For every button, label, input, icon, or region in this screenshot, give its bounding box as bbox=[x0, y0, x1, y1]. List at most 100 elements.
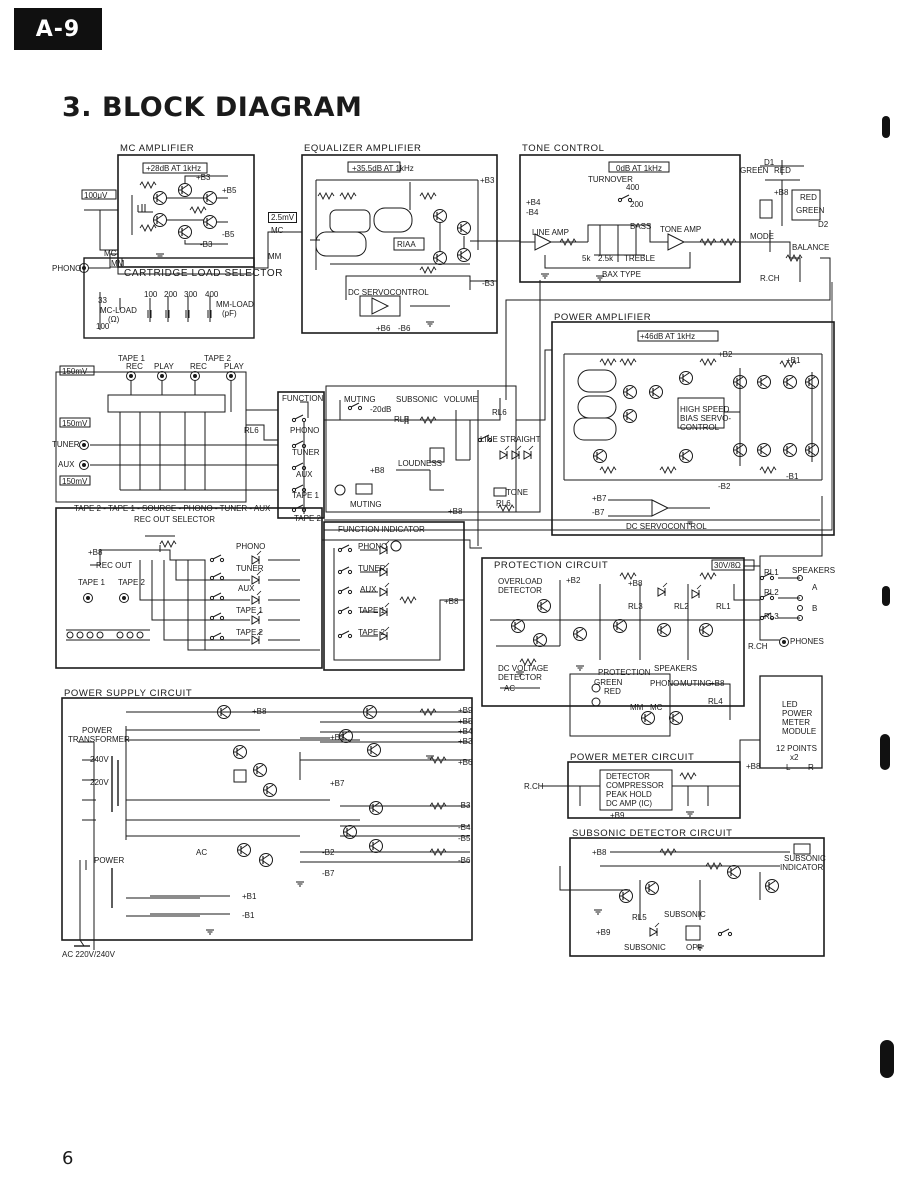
page-title: 3. BLOCK DIAGRAM bbox=[62, 92, 363, 123]
pm-line1: DETECTOR bbox=[606, 772, 650, 781]
pm-b9: +B9 bbox=[610, 811, 625, 820]
function-label: FUNCTION bbox=[282, 394, 324, 403]
tape2-rec: REC bbox=[190, 362, 207, 371]
mc-load-100: 100 bbox=[96, 322, 110, 331]
led-line3: METER bbox=[782, 718, 810, 727]
rec-sel-aux: AUX bbox=[238, 584, 255, 593]
psu-ac: AC bbox=[196, 848, 208, 857]
psu-b7m: -B7 bbox=[322, 869, 335, 878]
spk-a: A bbox=[812, 583, 818, 592]
muting-rl6: RL6 bbox=[492, 408, 507, 417]
psu-240v: 240V bbox=[90, 755, 109, 764]
led-meter-module bbox=[759, 675, 823, 769]
psu-b8: +B8 bbox=[252, 707, 267, 716]
mc-load-unit: (Ω) bbox=[108, 315, 120, 324]
fi-tuner: TUNER bbox=[358, 564, 386, 573]
input-block bbox=[55, 371, 247, 503]
prot-green: GREEN bbox=[594, 678, 623, 687]
bax-type-label: BAX TYPE bbox=[602, 270, 641, 279]
fn-aux: AUX bbox=[296, 470, 313, 479]
rec-sel-tape2: TAPE 2 bbox=[236, 628, 263, 637]
spk-rl1: RL1 bbox=[764, 568, 779, 577]
func-ind-title: FUNCTION INDICATOR bbox=[338, 525, 425, 534]
tape1-label: TAPE 1 bbox=[118, 354, 145, 363]
subsonic-label: SUBSONIC bbox=[396, 395, 438, 404]
mc-switch-label: MC bbox=[104, 249, 117, 258]
psu-b3: +B3 bbox=[458, 737, 473, 746]
turnover-label: TURNOVER bbox=[588, 175, 633, 184]
mm-load-300: 300 bbox=[184, 290, 198, 299]
fi-tape1: TAPE 1 bbox=[358, 606, 385, 615]
prot-protection: PROTECTION bbox=[598, 668, 651, 677]
dc-line1: DC VOLTAGE bbox=[498, 664, 549, 673]
power-supply-block bbox=[61, 697, 473, 941]
mode-label: MODE bbox=[750, 232, 774, 241]
turnover-200: 200 bbox=[630, 200, 644, 209]
mode-red2: RED bbox=[800, 193, 817, 202]
hsbs-line2: BIAS SERVO- bbox=[680, 414, 731, 423]
mode-d2: D2 bbox=[818, 220, 829, 229]
prot-phono: PHONO bbox=[650, 679, 680, 688]
tone-amp-label: TONE AMP bbox=[660, 225, 702, 234]
prot-muting: MUTING bbox=[680, 679, 712, 688]
tone-b4m: -B4 bbox=[526, 208, 539, 217]
power-amp-gain: +46dB AT 1kHz bbox=[640, 332, 696, 341]
rec-sel-tape1: TAPE 1 bbox=[236, 606, 263, 615]
cartridge-load-title: CARTRIDGE LOAD SELECTOR bbox=[124, 268, 284, 279]
mc-rail-b5p: +B5 bbox=[222, 186, 237, 195]
psu-power: POWER bbox=[94, 856, 125, 865]
pm-line2: COMPRESSOR bbox=[606, 781, 664, 790]
fi-phono: PHONO bbox=[358, 542, 388, 551]
dc-line2: DETECTOR bbox=[498, 673, 542, 682]
psu-b5: +B5 bbox=[458, 717, 473, 726]
pa-rail-b1p: +B1 bbox=[786, 356, 801, 365]
rec-sel-phono: PHONO bbox=[236, 542, 266, 551]
prot-b8: +B8 bbox=[628, 579, 643, 588]
pm-b8: +B8 bbox=[746, 762, 761, 771]
eq-amp-title: EQUALIZER AMPLIFIER bbox=[304, 143, 422, 154]
function-selector-block bbox=[277, 391, 325, 519]
power-meter-block bbox=[567, 761, 741, 819]
mc-amp-gain: +28dB AT 1kHz bbox=[146, 164, 202, 173]
edge-mark bbox=[880, 1040, 894, 1078]
muting-label-2: MUTING bbox=[350, 500, 382, 509]
line-straight-label: LINE STRAIGHT bbox=[480, 435, 541, 444]
line-amp-label: LINE AMP bbox=[532, 228, 569, 237]
bass-label: BASS bbox=[630, 222, 652, 231]
eq-mm-label: MM bbox=[268, 252, 282, 261]
psu-b1p: +B1 bbox=[242, 892, 257, 901]
prot-mc: MC bbox=[650, 703, 663, 712]
aux-level: 150mV bbox=[62, 477, 88, 486]
r-5k: 5k bbox=[582, 254, 591, 263]
transformer-line2: TRANSFORMER bbox=[68, 735, 130, 744]
page-number: 6 bbox=[62, 1148, 74, 1169]
eq-amp-gain: +35.5dB AT 1kHz bbox=[352, 164, 414, 173]
prot-rl4: RL4 bbox=[708, 697, 723, 706]
r-25k: 2.5k bbox=[598, 254, 614, 263]
psu-b7: +B7 bbox=[330, 779, 345, 788]
prot-red: RED bbox=[604, 687, 621, 696]
mm-load-200: 200 bbox=[164, 290, 178, 299]
sd-subsonic2: SUBSONIC bbox=[624, 943, 666, 952]
loudness-label: LOUDNESS bbox=[398, 459, 443, 468]
phones-label: PHONES bbox=[790, 637, 824, 646]
equalizer-amplifier-block bbox=[301, 154, 498, 334]
mode-green2: GREEN bbox=[796, 206, 825, 215]
led-line2: POWER bbox=[782, 709, 813, 718]
prot-speakers: SPEAKERS bbox=[654, 664, 698, 673]
pm-line3: PEAK HOLD bbox=[606, 790, 652, 799]
sd-ind-line1: SUBSONIC bbox=[784, 854, 826, 863]
tone-title: TONE CONTROL bbox=[522, 143, 605, 154]
pa-rail-b1m: -B1 bbox=[786, 472, 799, 481]
rec-b8: +B8 bbox=[88, 548, 103, 557]
muting-20db: -20dB bbox=[370, 405, 392, 414]
treble-label: TREBLE bbox=[624, 254, 656, 263]
tape2-label: TAPE 2 bbox=[204, 354, 231, 363]
fn-tape2: TAPE 2 bbox=[294, 514, 321, 523]
spk-rl3: RL3 bbox=[764, 612, 779, 621]
rec-sequence: TAPE 2 - TAPE 1 - SOURCE - PHONO - TUNER… bbox=[74, 504, 271, 513]
psu-title: POWER SUPPLY CIRCUIT bbox=[64, 688, 193, 699]
mode-rch: R.CH bbox=[760, 274, 780, 283]
mc-amplifier-block bbox=[117, 154, 255, 268]
edge-mark bbox=[882, 116, 890, 138]
